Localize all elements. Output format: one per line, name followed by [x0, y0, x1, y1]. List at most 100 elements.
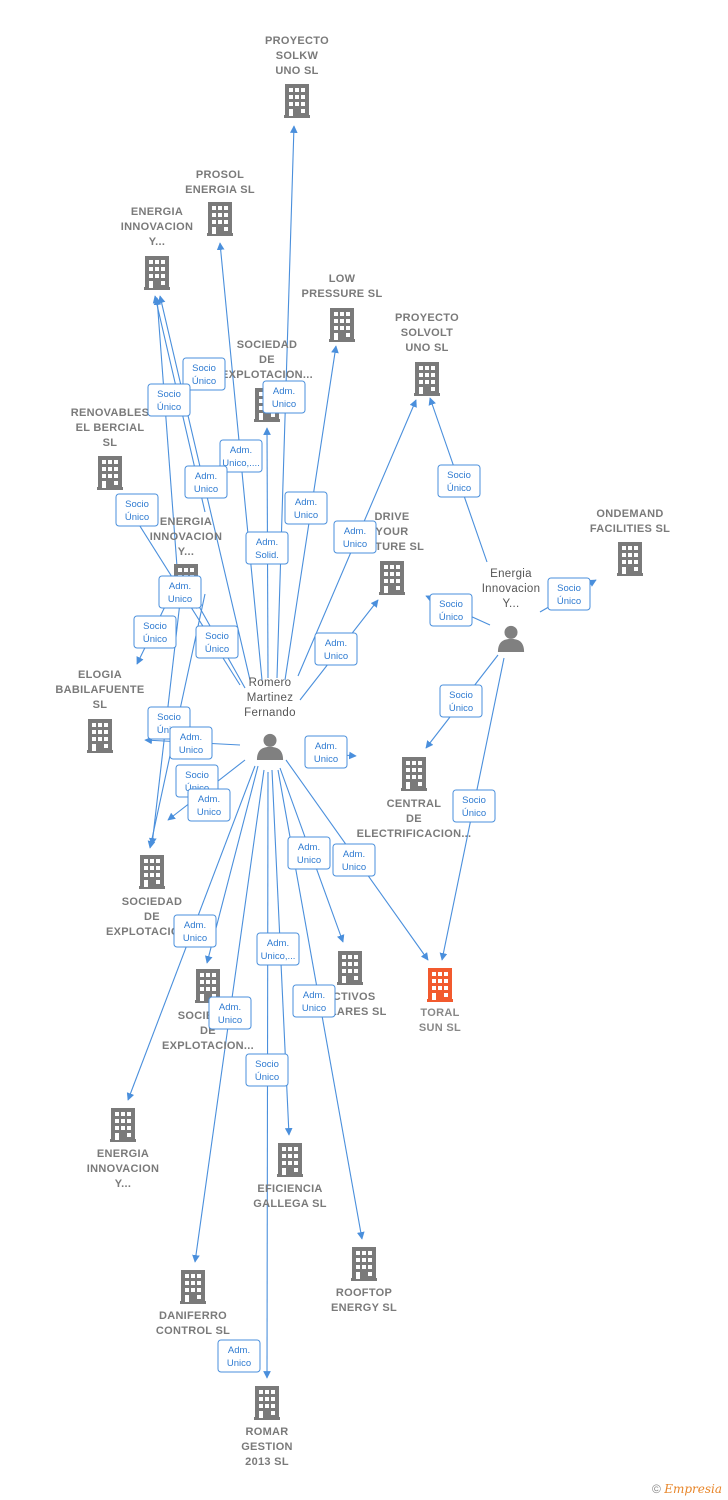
- relationship-badge[interactable]: Adm.Unico: [184, 465, 228, 499]
- node-label: CONTROL SL: [156, 1325, 230, 1337]
- relationship-badge[interactable]: Adm.Unico: [332, 843, 376, 877]
- building-icon: [401, 757, 427, 791]
- node-label: ACTIVOS: [325, 991, 376, 1003]
- badge-label: Unico: [302, 1003, 326, 1014]
- badge-label: Adm.: [273, 386, 295, 397]
- badge-label: Único: [557, 596, 581, 607]
- company-node[interactable]: SOCIEDADDEEXPLOTACION...: [221, 339, 313, 422]
- badge-box: [169, 726, 213, 760]
- badge-label: Único: [143, 634, 167, 645]
- badge-label: Socio: [157, 712, 181, 723]
- node-label: ENERGIA: [97, 1148, 149, 1160]
- relationship-badge[interactable]: Adm.Unico: [173, 914, 217, 948]
- relationship-badge[interactable]: Adm.Unico: [284, 491, 328, 525]
- badge-box: [333, 520, 377, 554]
- relationship-badge[interactable]: Adm.Unico: [169, 726, 213, 760]
- node-label: Energia: [490, 568, 532, 580]
- node-label: SOCIEDAD: [122, 896, 182, 908]
- relationship-badge[interactable]: Adm.Unico: [262, 380, 306, 414]
- brand-logo: Empresia: [664, 1482, 722, 1496]
- badge-label: Adm.: [267, 938, 289, 949]
- relationship-badge[interactable]: Adm.Unico: [158, 575, 202, 609]
- node-label: Y...: [503, 598, 520, 610]
- relationship-badge[interactable]: Adm.Unico: [304, 735, 348, 769]
- relationship-badge[interactable]: Adm.Unico: [333, 520, 377, 554]
- badge-label: Unico: [197, 807, 221, 818]
- building-icon: [379, 561, 405, 595]
- relationship-badge[interactable]: Adm.Unico,...: [256, 932, 300, 966]
- badge-label: Unico: [168, 594, 192, 605]
- node-label: SL: [93, 699, 108, 711]
- badge-label: Adm.: [228, 1345, 250, 1356]
- building-icon: [110, 1108, 136, 1142]
- person-node[interactable]: EnergiaInnovacionY...: [482, 568, 541, 652]
- company-node[interactable]: ENERGIAINNOVACIONY...: [150, 516, 222, 598]
- relationship-badge[interactable]: Adm.Unico: [314, 632, 358, 666]
- badges-layer: SocioÚnicoSocioÚnicoAdm.UnicoAdm.Unico,.…: [115, 357, 591, 1373]
- company-node[interactable]: CENTRALDEELECTRIFICACION...: [357, 757, 472, 840]
- badge-label: Socio: [447, 470, 471, 481]
- building-icon: [337, 951, 363, 985]
- badge-box: [304, 735, 348, 769]
- node-label: INNOVACION: [150, 531, 222, 543]
- node-label: LOW: [329, 273, 356, 285]
- relationship-badge[interactable]: Adm. Solid.: [245, 531, 289, 565]
- relationship-badge[interactable]: Adm.Unico: [287, 836, 331, 870]
- badge-label: Único: [462, 808, 486, 819]
- badge-box: [187, 788, 231, 822]
- node-label: DE: [406, 813, 422, 825]
- node-label: EXPLOTACION...: [162, 1040, 254, 1052]
- badge-label: Unico: [183, 933, 207, 944]
- node-label: Y...: [115, 1178, 132, 1190]
- footer-brand[interactable]: © Empresia: [652, 1482, 722, 1496]
- node-label: SOCIEDAD: [237, 339, 297, 351]
- relationship-badge[interactable]: Adm.Unico: [187, 788, 231, 822]
- building-icon: [284, 84, 310, 118]
- badge-label: Socio: [449, 690, 473, 701]
- badge-label: Socio: [157, 389, 181, 400]
- relationship-badge[interactable]: Adm.Unico: [292, 984, 336, 1018]
- relationship-badge[interactable]: Adm.Unico,....: [219, 439, 263, 473]
- building-icon: [87, 719, 113, 753]
- badge-box: [158, 575, 202, 609]
- badge-label: Adm.: [295, 497, 317, 508]
- badge-label: Adm.: [256, 537, 278, 548]
- company-node[interactable]: ENERGIAINNOVACIONY...: [121, 206, 193, 290]
- badge-label: Solid.: [255, 550, 279, 561]
- badge-box: [182, 357, 226, 391]
- node-label: UNO SL: [405, 342, 448, 354]
- relationship-badge[interactable]: Adm.Unico: [208, 996, 252, 1030]
- badge-box: [133, 615, 177, 649]
- person-icon: [497, 625, 525, 652]
- relationship-badge[interactable]: Adm.Unico: [217, 1339, 261, 1373]
- node-label: Y...: [178, 546, 195, 558]
- badge-box: [256, 932, 300, 966]
- badge-box: [332, 843, 376, 877]
- badge-label: Único: [439, 612, 463, 623]
- company-node[interactable]: ENERGIAINNOVACIONY...: [87, 1108, 159, 1190]
